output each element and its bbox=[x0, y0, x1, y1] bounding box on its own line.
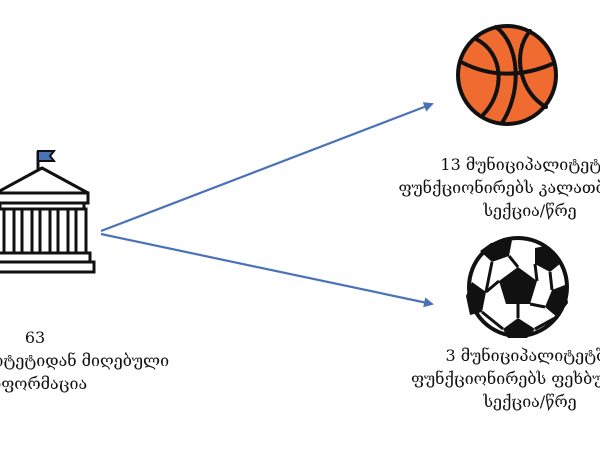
football-section-text: სექცია/წრე bbox=[483, 392, 577, 411]
football-function-text: ფუნქციონირებს ფეხბურთის bbox=[410, 369, 600, 388]
government-building-icon bbox=[0, 150, 96, 274]
basketball-info-label: 13 მუნიციპალიტეტში ფუნქციონირებს კალათბუ… bbox=[365, 153, 600, 222]
arrow-to-football bbox=[100, 232, 434, 308]
soccer-ball-icon bbox=[466, 236, 569, 338]
arrow-to-basketball bbox=[100, 102, 434, 233]
football-municipality-count: 3 მუნიციპალიტეტში bbox=[445, 346, 600, 365]
source-count: 63 bbox=[24, 328, 46, 347]
football-info-label: 3 მუნიციპალიტეტში ფუნქციონირებს ფეხბურთი… bbox=[365, 344, 600, 413]
source-description-line1: მუნიციპალიტეტიდან მიღებული bbox=[0, 351, 170, 370]
source-info-label: 63 მუნიციპალიტეტიდან მიღებული ინფორმაცია bbox=[0, 326, 200, 395]
connection-arrows bbox=[100, 102, 434, 308]
source-description-line2: ინფორმაცია bbox=[0, 374, 88, 393]
basketball-section-text: სექცია/წრე bbox=[483, 201, 577, 220]
basketball-function-text: ფუნქციონირებს კალათბურთის bbox=[398, 178, 600, 197]
basketball-municipality-count: 13 მუნიციპალიტეტში bbox=[440, 155, 600, 174]
basketball-icon bbox=[456, 24, 558, 126]
